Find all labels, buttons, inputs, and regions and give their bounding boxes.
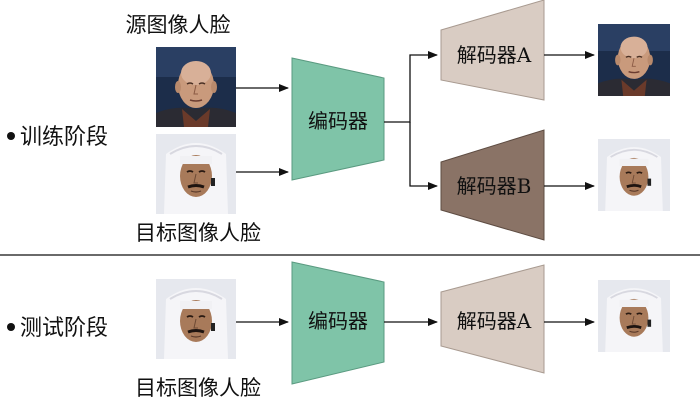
output-face-a-training: [598, 23, 670, 97]
arrow-encoder-to-decoder-b: [409, 122, 438, 190]
output-face-testing: [598, 278, 670, 354]
decoder-a-training: [440, 0, 545, 101]
target-face-image-training: [156, 134, 236, 214]
decoder-b-training: [440, 129, 545, 241]
encoder-label-training: 编码器: [308, 109, 368, 133]
decoder-b-label-training: 解码器B: [457, 174, 532, 198]
encoder-training: [291, 57, 385, 181]
bullet-icon: [7, 132, 15, 140]
decoder-a-testing: [440, 264, 545, 374]
arrow-encoder-to-decoder-a: [384, 51, 438, 123]
encoder-label-testing: 编码器: [308, 309, 368, 333]
target-face-label-training: 目标图像人脸: [135, 221, 261, 245]
target-face-label-testing: 目标图像人脸: [135, 376, 261, 400]
bullet-icon: [7, 323, 15, 331]
encoder-testing: [291, 261, 385, 385]
decoder-a-label-training: 解码器A: [457, 43, 532, 67]
decoder-a-label-testing: 解码器A: [457, 309, 532, 333]
source-face-label: 源图像人脸: [126, 13, 231, 37]
source-face-image: [156, 47, 236, 127]
output-face-b-training: [598, 137, 670, 213]
training-section-label: 训练阶段: [20, 125, 108, 150]
target-face-image-testing: [156, 279, 236, 359]
testing-section-label: 测试阶段: [20, 316, 108, 341]
